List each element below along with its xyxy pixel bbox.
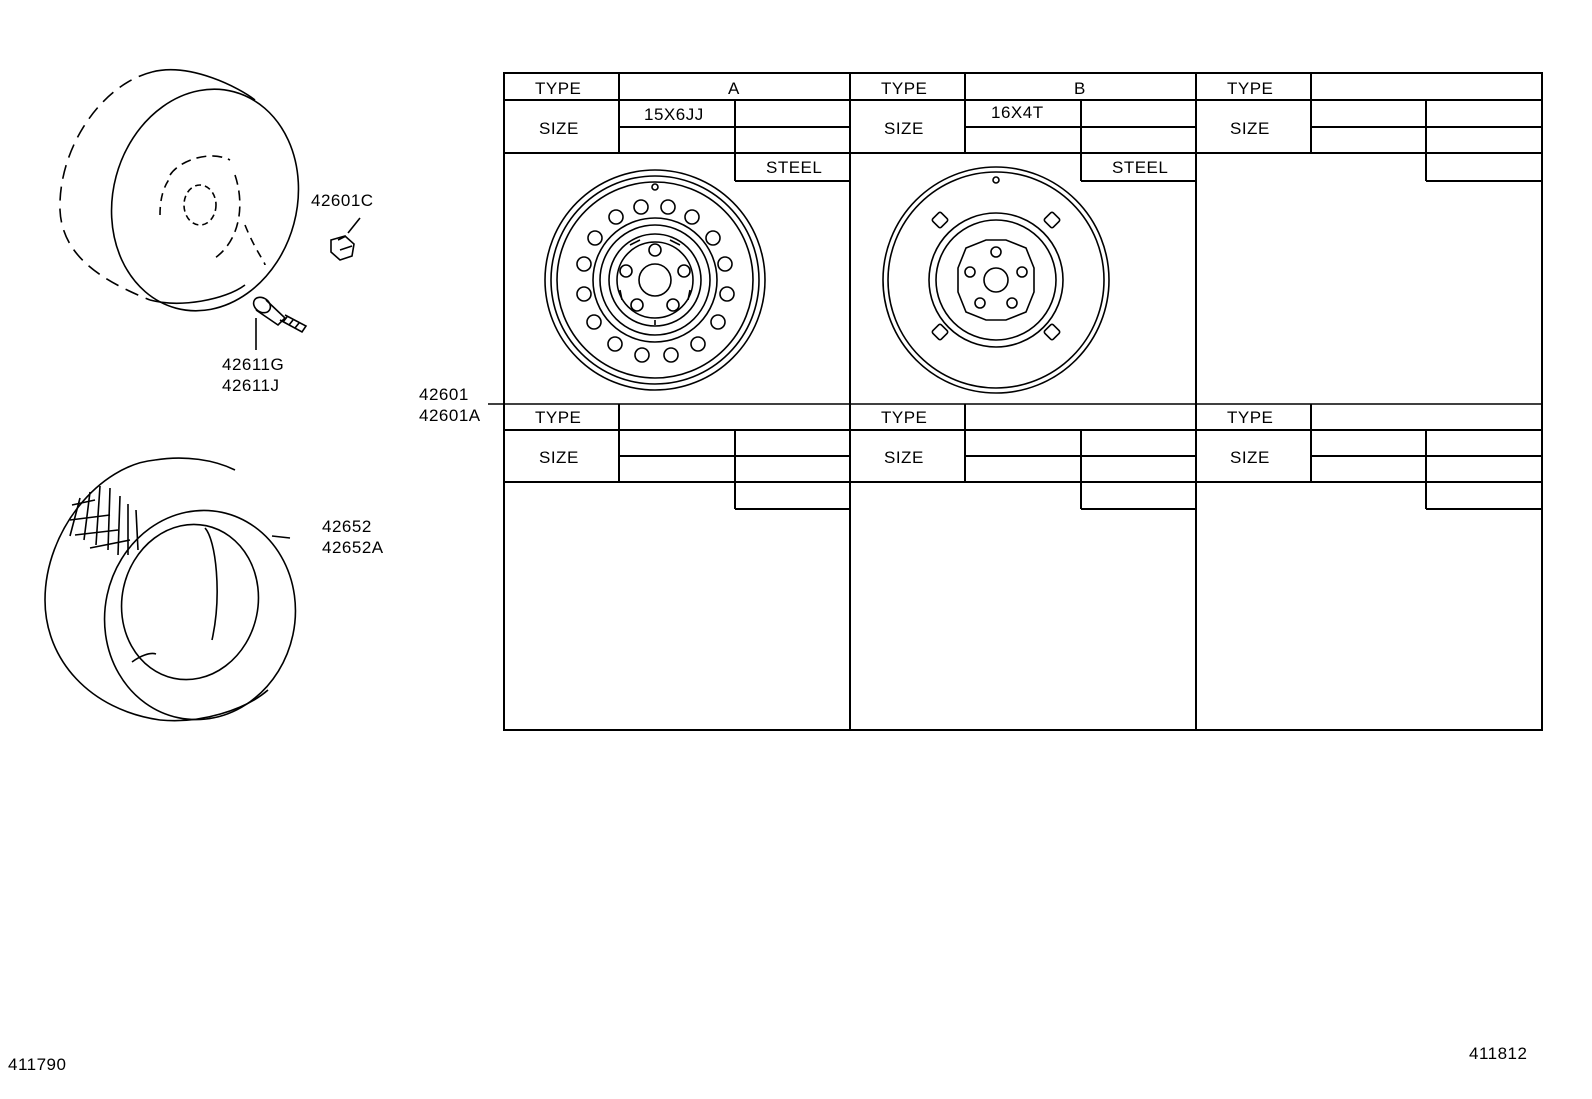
material-b-value: STEEL [1112, 158, 1169, 177]
type-label: TYPE [1227, 408, 1274, 427]
part-number-tire-2: 42652A [322, 538, 384, 557]
illustration-code-right: 411812 [1469, 1044, 1528, 1063]
size-a-value: 15X6JJ [644, 105, 704, 124]
type-label: TYPE [881, 79, 928, 98]
type-label: TYPE [881, 408, 928, 427]
size-b-value: 16X4T [991, 103, 1044, 122]
wheel-type-a-illustration [544, 169, 766, 391]
illustration-code-left: 411790 [8, 1055, 67, 1074]
tire-illustration [44, 457, 297, 722]
wheel-type-b-illustration [882, 166, 1110, 394]
size-label: SIZE [884, 448, 924, 467]
part-number-valve-2: 42611J [222, 376, 280, 395]
part-number-tire-1: 42652 [322, 517, 372, 536]
material-a-value: STEEL [766, 158, 823, 177]
type-a-value: A [728, 79, 740, 98]
part-number-wheel-2: 42601A [419, 406, 481, 425]
size-label: SIZE [1230, 119, 1270, 138]
type-label: TYPE [535, 79, 582, 98]
part-number-wheel-1: 42601 [419, 385, 469, 404]
type-label: TYPE [1227, 79, 1274, 98]
part-number-cap: 42601C [311, 191, 374, 210]
size-label: SIZE [539, 448, 579, 467]
size-label: SIZE [539, 119, 579, 138]
hub-cap-nut-illustration [330, 217, 361, 261]
size-label: SIZE [884, 119, 924, 138]
valve-stem-illustration [252, 296, 308, 350]
wheel-assembly-illustration [59, 69, 300, 312]
size-label: SIZE [1230, 448, 1270, 467]
type-b-value: B [1074, 79, 1086, 98]
part-number-valve-1: 42611G [222, 355, 285, 374]
wheel-type-table-frame [503, 72, 1543, 731]
type-label: TYPE [535, 408, 582, 427]
